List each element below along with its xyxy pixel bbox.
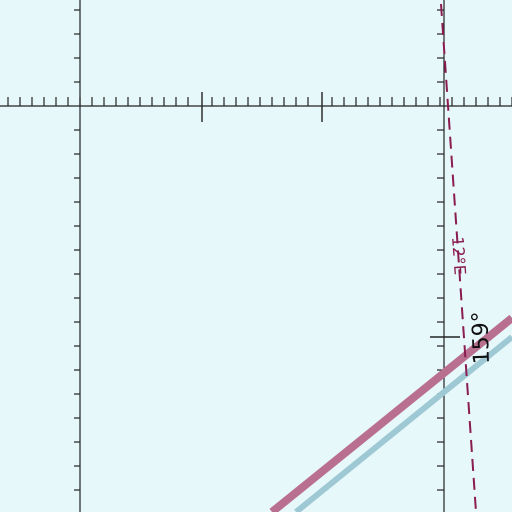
airway-blue[interactable] xyxy=(294,334,512,512)
isogonic-line xyxy=(440,3,477,512)
graticule-ticks xyxy=(7,9,512,491)
isogonic-label: 12°E xyxy=(448,236,470,276)
airway-mauve[interactable] xyxy=(269,314,512,512)
bearing-label: 159° xyxy=(468,311,495,365)
airways xyxy=(269,314,512,512)
